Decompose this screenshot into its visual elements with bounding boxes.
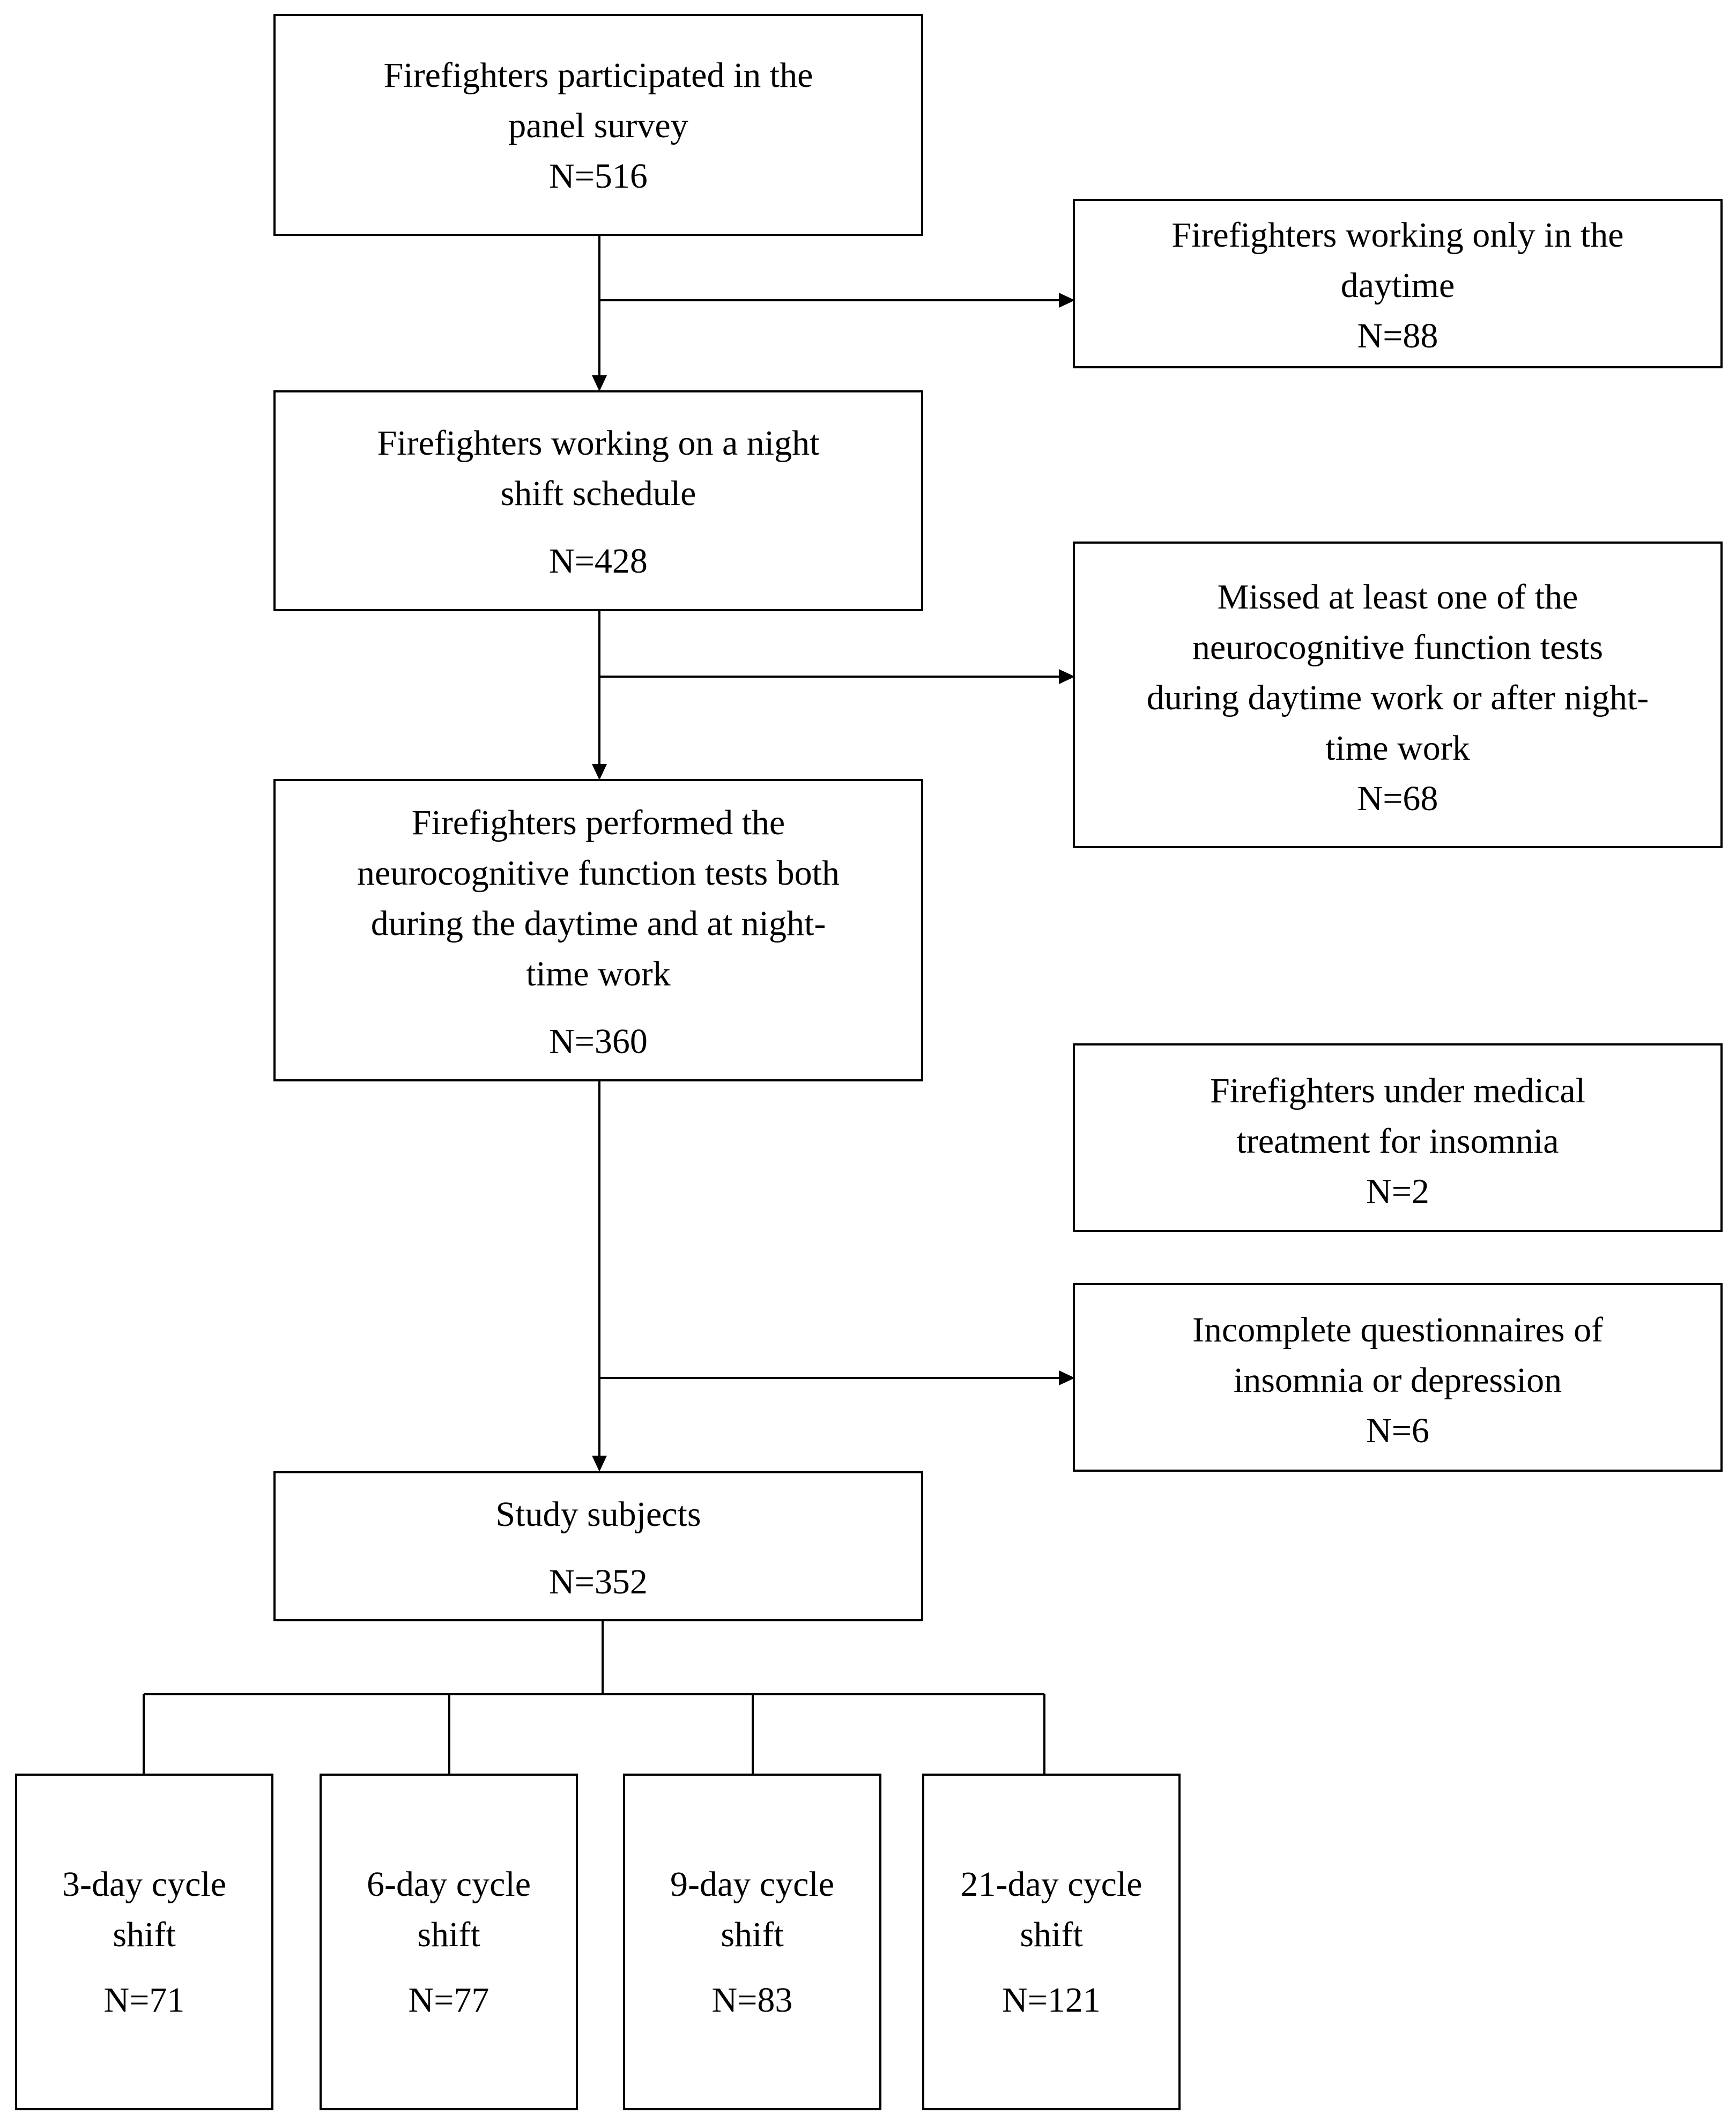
box-night-shift: Firefighters working on a night shift sc… [273, 390, 923, 611]
shift-9day-count: N=83 [712, 1981, 793, 2020]
daytime-only-line-2: daytime [1341, 266, 1455, 305]
box-participated: Firefighters participated in the panel s… [273, 14, 923, 236]
box-shift-6day: 6-day cycle shift N=77 [320, 1774, 578, 2110]
box-medical-treatment: Firefighters under medical treatment for… [1073, 1043, 1723, 1232]
missed-tests-line-4: time work [1325, 729, 1470, 768]
study-subjects-label: Study subjects [495, 1495, 701, 1534]
incomplete-questionnaires-line-2: insomnia or depression [1234, 1361, 1562, 1400]
box-daytime-only: Firefighters working only in the daytime… [1073, 199, 1723, 368]
shift-21day-count: N=121 [1002, 1981, 1101, 2020]
box-incomplete-questionnaires: Incomplete questionnaires of insomnia or… [1073, 1283, 1723, 1472]
daytime-only-line-1: Firefighters working only in the [1171, 216, 1623, 255]
participated-count: N=516 [549, 157, 648, 196]
box-performed-tests: Firefighters performed the neurocognitiv… [273, 779, 923, 1081]
performed-tests-line-3: during the daytime and at night- [371, 904, 826, 943]
shift-6day-count: N=77 [409, 1981, 489, 2020]
arrowhead-down-3 [592, 1456, 607, 1472]
shift-3day-count: N=71 [104, 1981, 185, 2020]
shift-3day-line-2: shift [113, 1915, 175, 1954]
arrowhead-right-1 [1059, 293, 1075, 308]
box-shift-9day: 9-day cycle shift N=83 [623, 1774, 881, 2110]
arrowhead-right-2 [1059, 669, 1075, 684]
performed-tests-count: N=360 [549, 1022, 648, 1061]
arrowheads [592, 293, 1075, 1472]
box-study-subjects: Study subjects N=352 [273, 1471, 923, 1621]
arrowhead-down-1 [592, 375, 607, 391]
arrowhead-right-3 [1059, 1370, 1075, 1385]
night-shift-line-2: shift schedule [501, 474, 696, 513]
night-shift-count: N=428 [549, 542, 648, 581]
shift-21day-line-1: 21-day cycle [961, 1865, 1143, 1904]
missed-tests-count: N=68 [1357, 779, 1438, 818]
night-shift-line-1: Firefighters working on a night [377, 424, 820, 463]
performed-tests-line-2: neurocognitive function tests both [357, 854, 840, 893]
performed-tests-line-1: Firefighters performed the [412, 803, 785, 842]
performed-tests-line-4: time work [526, 954, 670, 993]
shift-6day-line-2: shift [417, 1915, 480, 1954]
shift-6day-line-1: 6-day cycle [367, 1865, 531, 1904]
missed-tests-line-1: Missed at least one of the [1218, 577, 1578, 617]
incomplete-questionnaires-count: N=6 [1366, 1411, 1429, 1450]
study-subjects-count: N=352 [549, 1562, 648, 1601]
shift-3day-line-1: 3-day cycle [62, 1865, 226, 1904]
participated-line-1: Firefighters participated in the [384, 56, 813, 95]
connectors [143, 236, 1072, 1774]
incomplete-questionnaires-line-1: Incomplete questionnaires of [1192, 1310, 1603, 1349]
medical-treatment-count: N=2 [1366, 1172, 1429, 1211]
shift-21day-line-2: shift [1020, 1915, 1082, 1954]
medical-treatment-line-1: Firefighters under medical [1210, 1071, 1585, 1110]
shift-9day-line-2: shift [721, 1915, 783, 1954]
missed-tests-line-2: neurocognitive function tests [1192, 628, 1603, 667]
participated-line-2: panel survey [508, 106, 688, 145]
medical-treatment-line-2: treatment for insomnia [1236, 1122, 1559, 1161]
box-shift-21day: 21-day cycle shift N=121 [922, 1774, 1181, 2110]
arrowhead-down-2 [592, 764, 607, 780]
missed-tests-line-3: during daytime work or after night- [1147, 678, 1649, 717]
daytime-only-count: N=88 [1357, 316, 1438, 355]
shift-9day-line-1: 9-day cycle [670, 1865, 834, 1904]
box-shift-3day: 3-day cycle shift N=71 [15, 1774, 273, 2110]
box-missed-tests: Missed at least one of the neurocognitiv… [1073, 542, 1723, 848]
